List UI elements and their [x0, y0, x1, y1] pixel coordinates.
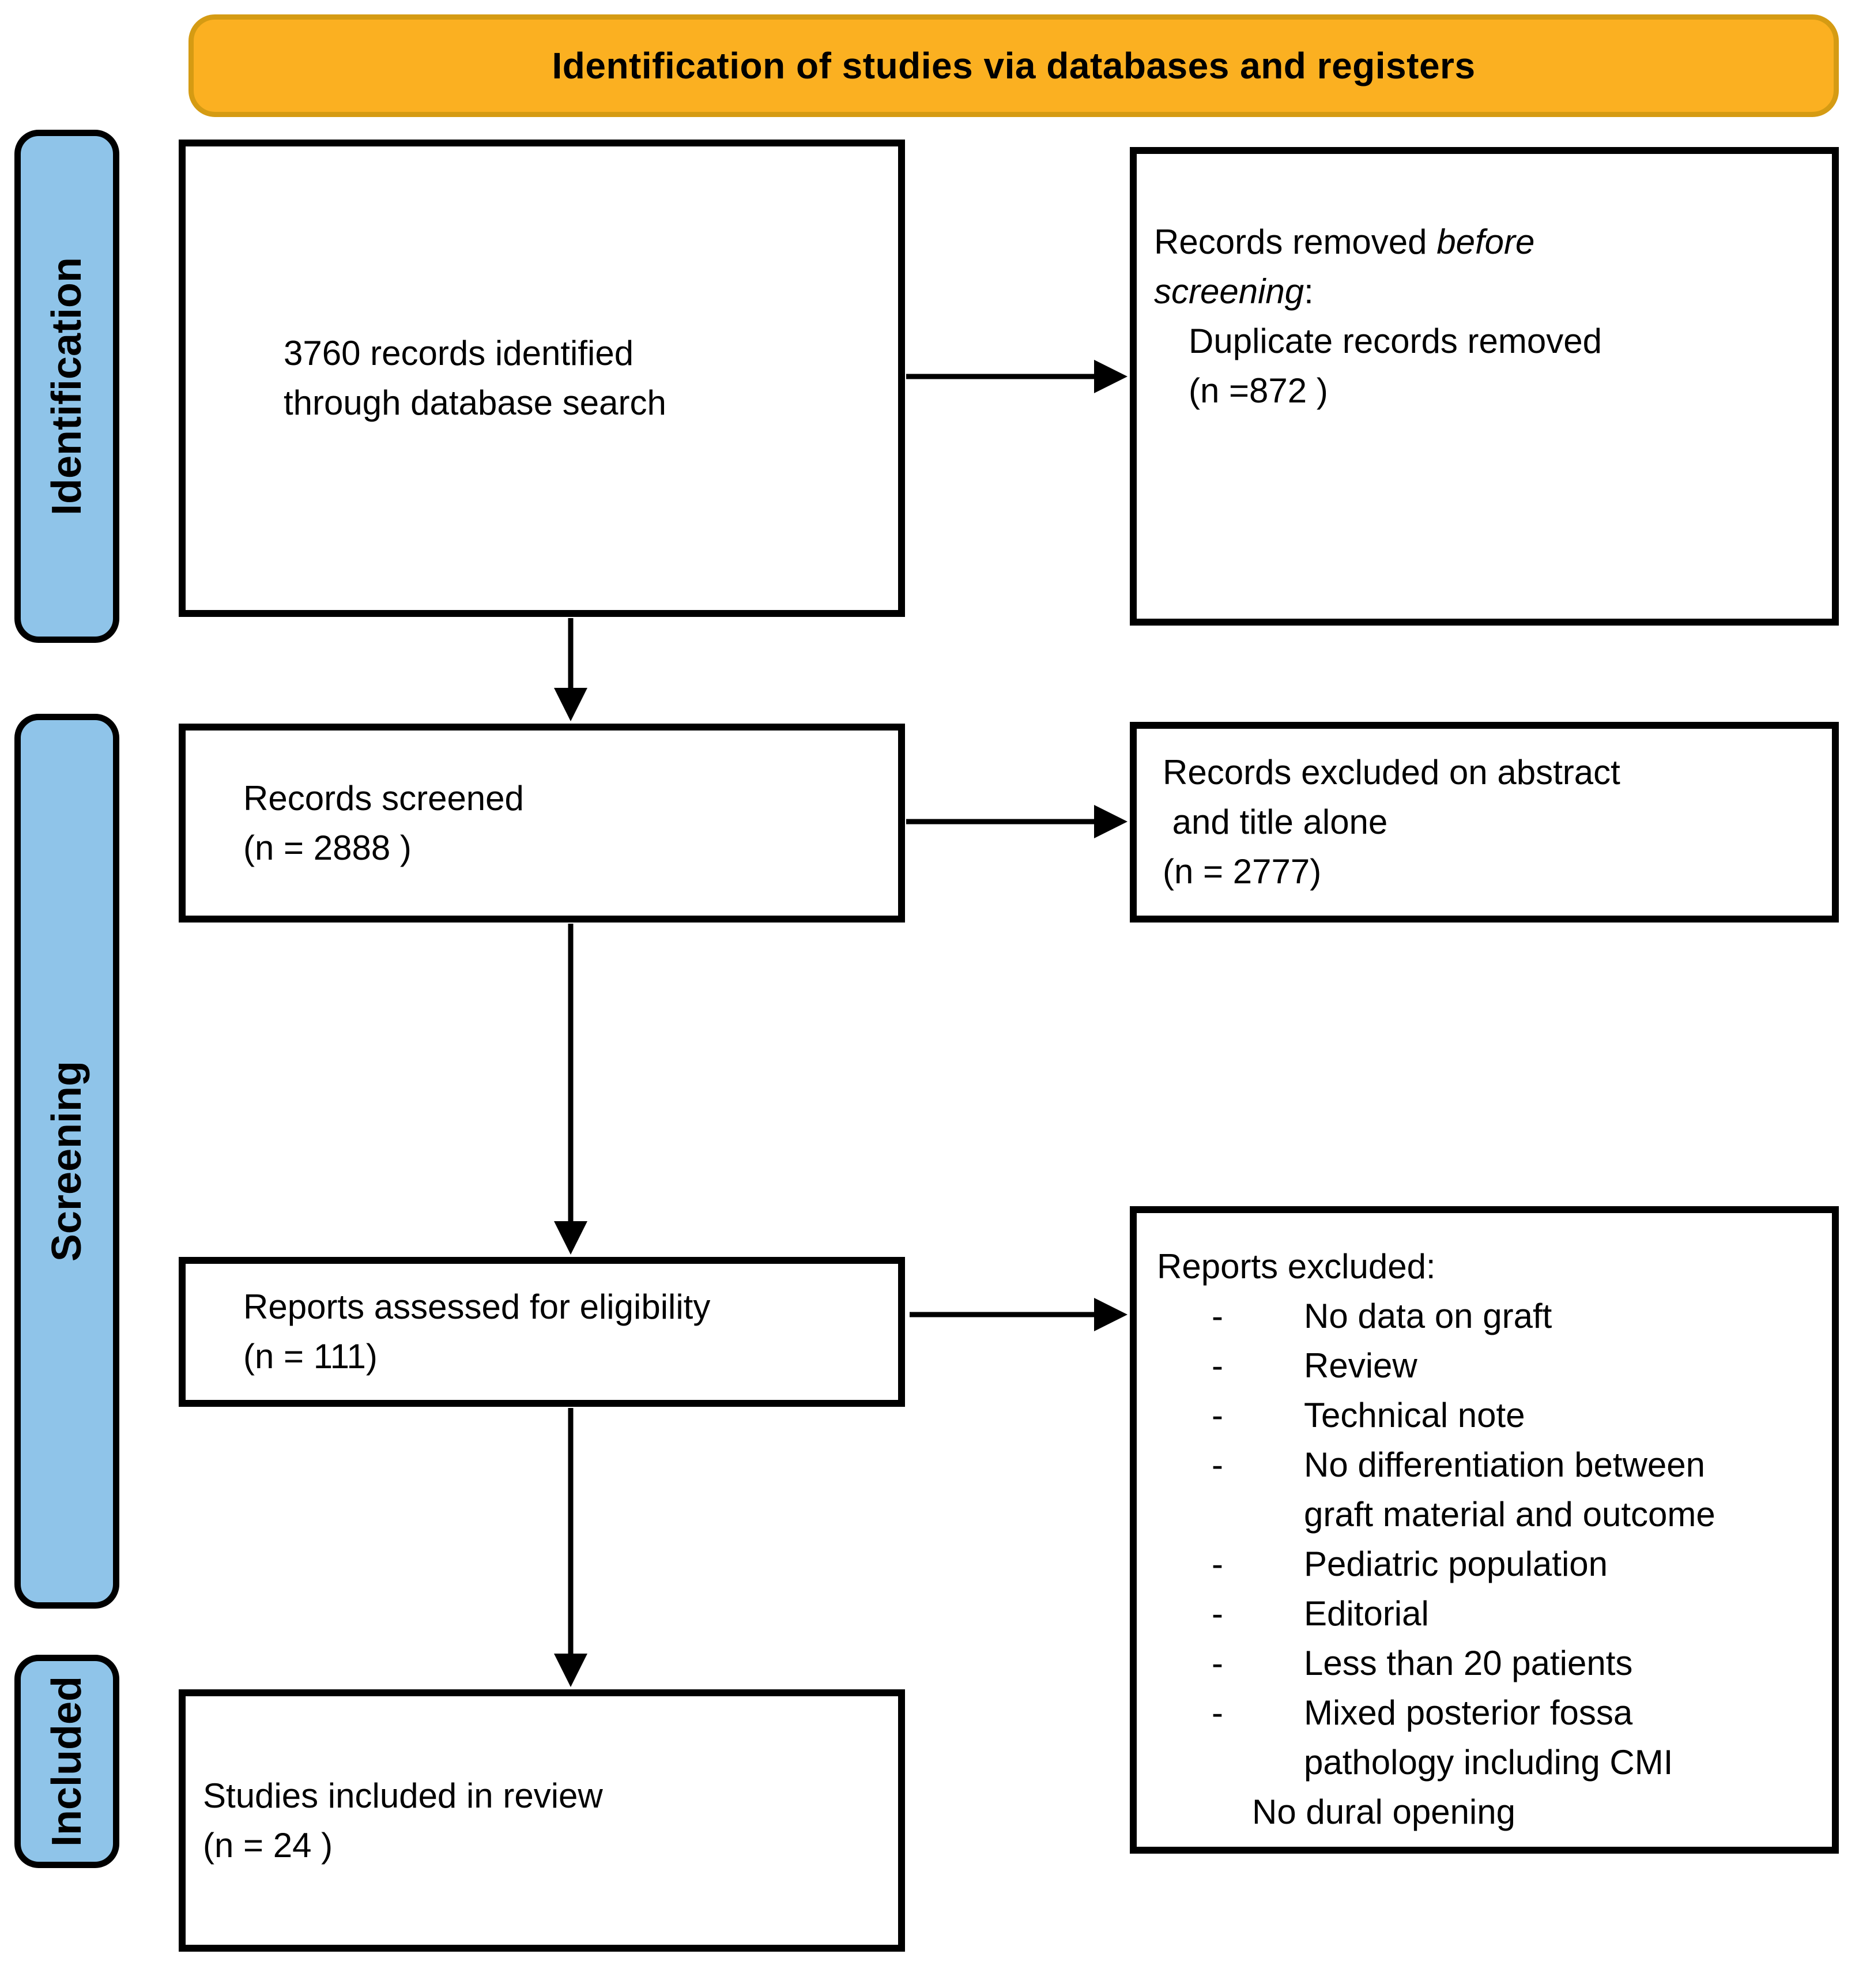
- box-records-removed: Records removed before screening: Duplic…: [1130, 147, 1839, 626]
- exclusion-reason: Pediatric population: [1212, 1539, 1763, 1589]
- stage-label-text: Identification: [44, 257, 90, 515]
- exclusion-reason: No data on graft: [1212, 1292, 1763, 1341]
- stage-label-identification: Identification: [14, 130, 119, 643]
- arrow-assessed-to-excluded: [910, 1298, 1128, 1331]
- arrow-identified-to-screened: [554, 618, 587, 721]
- box-records-screened: Records screened (n = 2888 ): [179, 724, 905, 923]
- records-removed-line2: screening:: [1154, 267, 1832, 317]
- exclusion-reason: No differentiation between graft materia…: [1212, 1440, 1763, 1539]
- stage-label-screening: Screening: [14, 714, 119, 1609]
- exclusion-reason-list: No data on graftReviewTechnical noteNo d…: [1157, 1292, 1832, 1787]
- exclusion-reason: Review: [1212, 1341, 1763, 1391]
- arrow-screened-to-assessed: [554, 924, 587, 1255]
- reports-excluded-footnote: No dural opening: [1252, 1793, 1516, 1831]
- reports-assessed-text: Reports assessed for eligibility (n = 11…: [243, 1287, 711, 1376]
- arrow-identified-to-removed: [906, 360, 1128, 393]
- records-removed-line1-italic: before: [1436, 223, 1535, 261]
- flow-header-title: Identification of studies via databases …: [552, 45, 1476, 86]
- exclusion-reason: Mixed posterior fossa pathology includin…: [1212, 1688, 1763, 1787]
- box-reports-assessed: Reports assessed for eligibility (n = 11…: [179, 1257, 905, 1407]
- records-identified-text: 3760 records identified through database…: [284, 334, 666, 422]
- stage-label-text: Included: [44, 1676, 90, 1847]
- box-reports-excluded: Reports excluded: No data on graftReview…: [1130, 1206, 1839, 1854]
- studies-included-text: Studies included in review (n = 24 ): [203, 1776, 603, 1865]
- exclusion-reason: Editorial: [1212, 1589, 1763, 1639]
- arrow-screened-to-excluded: [906, 805, 1128, 838]
- records-removed-line1-regular: Records removed: [1154, 223, 1437, 261]
- box-records-identified: 3760 records identified through database…: [179, 140, 905, 617]
- records-removed-line2-italic: screening: [1154, 272, 1304, 311]
- records-removed-line2-regular: :: [1304, 272, 1314, 311]
- box-records-excluded-abstract: Records excluded on abstract and title a…: [1130, 722, 1839, 923]
- reports-excluded-title: Reports excluded:: [1157, 1247, 1436, 1286]
- exclusion-reason: Less than 20 patients: [1212, 1639, 1763, 1688]
- records-removed-detail: Duplicate records removed (n =872 ): [1189, 322, 1602, 410]
- records-excluded-abstract-text: Records excluded on abstract and title a…: [1163, 753, 1620, 891]
- arrow-assessed-to-included: [554, 1408, 587, 1687]
- exclusion-reason: Technical note: [1212, 1391, 1763, 1440]
- stage-label-included: Included: [14, 1655, 119, 1868]
- flow-header-banner: Identification of studies via databases …: [188, 14, 1839, 117]
- stage-label-text: Screening: [44, 1060, 90, 1262]
- records-screened-text: Records screened (n = 2888 ): [243, 778, 524, 867]
- box-studies-included: Studies included in review (n = 24 ): [179, 1689, 905, 1952]
- records-removed-line1: Records removed before: [1154, 217, 1832, 267]
